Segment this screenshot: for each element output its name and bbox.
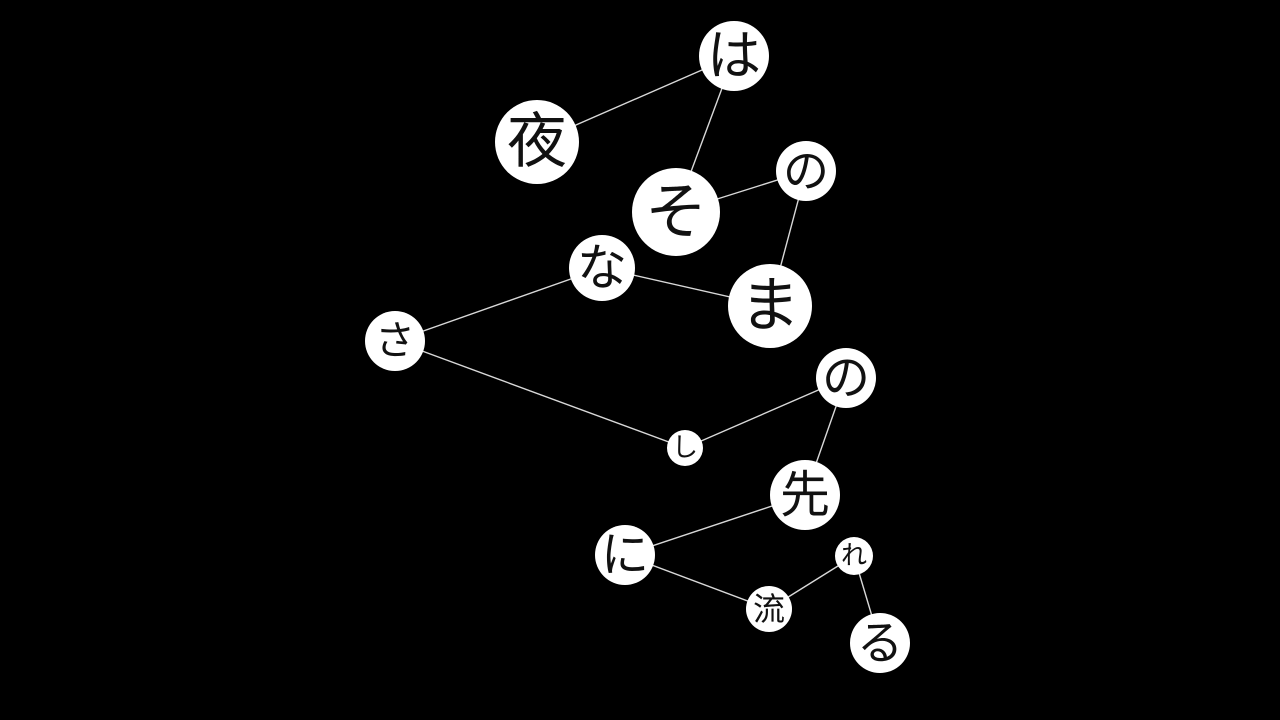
star-node-ru: る (850, 613, 910, 673)
star-node-naga: 流 (746, 586, 792, 632)
star-glyph: な (577, 239, 627, 297)
star-glyph: し (671, 433, 698, 463)
star-glyph: る (857, 616, 903, 670)
star-node-na: な (569, 235, 635, 301)
star-node-so: そ (632, 168, 720, 256)
star-glyph: は (707, 24, 761, 87)
star-glyph: の (783, 144, 829, 198)
star-node-ma: ま (728, 264, 812, 348)
star-node-shi: し (667, 430, 703, 466)
star-glyph: さ (375, 318, 415, 364)
star-node-re: れ (835, 537, 873, 575)
star-glyph: 先 (780, 466, 830, 524)
star-node-no-1: の (776, 141, 836, 201)
constellation-link-5 (394, 267, 603, 342)
star-node-ni: に (595, 525, 655, 585)
star-glyph: 流 (752, 590, 785, 628)
star-node-no-2: の (816, 348, 876, 408)
star-glyph: ま (740, 271, 800, 341)
star-glyph: そ (644, 175, 707, 248)
star-node-yoru: 夜 (495, 100, 579, 184)
constellation-link-6 (394, 340, 686, 449)
star-node-saki: 先 (770, 460, 840, 530)
star-node-sa: さ (365, 311, 425, 371)
star-glyph: の (821, 350, 870, 406)
star-glyph: 夜 (507, 107, 567, 177)
star-glyph: に (600, 527, 649, 583)
star-node-ha: は (699, 21, 769, 91)
star-glyph: れ (840, 541, 867, 571)
